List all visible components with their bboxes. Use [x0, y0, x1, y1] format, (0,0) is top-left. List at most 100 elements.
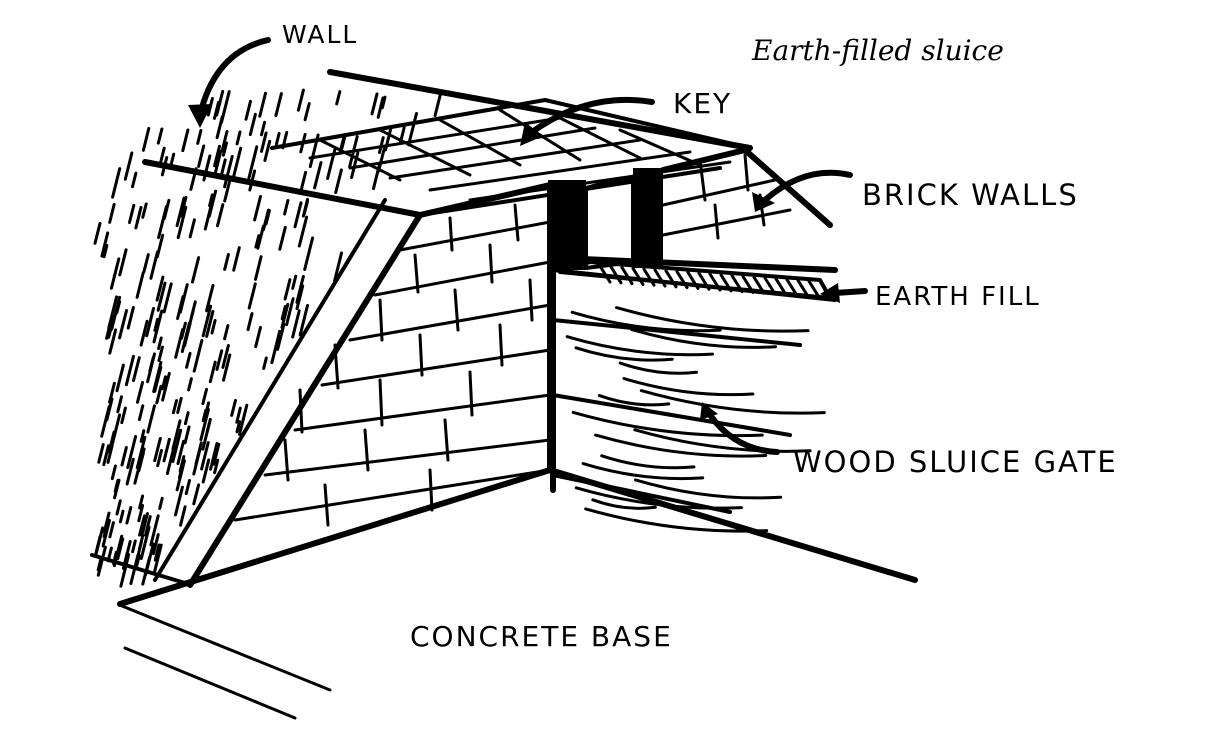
hatch-mark	[137, 504, 145, 523]
hatch-mark	[175, 196, 186, 228]
grain-line	[618, 361, 698, 375]
hatch-mark	[187, 309, 195, 331]
fill-hatch-mark	[774, 277, 788, 297]
hatch-mark	[201, 304, 213, 338]
grain-line	[574, 486, 743, 510]
hatch-mark	[254, 325, 262, 349]
hatch-mark	[128, 203, 136, 224]
hatch-mark	[291, 274, 298, 290]
hatch-mark	[152, 543, 163, 576]
brick-walls-arrow	[762, 169, 853, 203]
hatch-mark	[248, 169, 257, 192]
hatch-mark	[378, 136, 385, 154]
right-brick-courses	[661, 153, 792, 240]
callout-arrows	[188, 37, 868, 455]
hatch-mark	[220, 130, 229, 153]
hatch-mark	[202, 154, 212, 182]
hatch-mark	[199, 408, 210, 442]
hatch-mark	[295, 274, 305, 304]
hatch-mark	[165, 445, 176, 475]
hatch-mark	[208, 360, 217, 384]
top-back-edge	[327, 69, 753, 151]
earth-fill-hatching	[598, 264, 821, 299]
hatch-mark	[376, 96, 385, 119]
hatch-mark	[115, 363, 125, 393]
wood-grain	[565, 306, 826, 533]
gate-arrow	[707, 412, 780, 455]
hatch-mark	[126, 435, 138, 469]
hatch-mark	[112, 550, 118, 566]
hatch-mark	[155, 275, 165, 302]
hatch-mark	[155, 384, 163, 405]
hatch-mark	[107, 295, 119, 330]
hatch-mark	[148, 356, 155, 373]
hatch-mark	[146, 404, 156, 434]
grain-line	[622, 377, 755, 397]
hatch-mark	[235, 130, 242, 146]
hatch-mark	[152, 361, 163, 393]
grain-line	[615, 306, 810, 333]
hatch-mark	[171, 419, 182, 451]
hatch-mark	[175, 459, 186, 492]
hatch-mark	[276, 323, 286, 351]
grain-line	[570, 310, 722, 333]
hatch-mark	[138, 516, 146, 535]
hatch-mark	[247, 282, 257, 310]
hatch-mark	[203, 206, 213, 231]
hatch-mark	[232, 146, 243, 178]
grain-line	[600, 454, 696, 470]
hatch-mark	[183, 425, 191, 445]
hatch-mark	[256, 224, 265, 250]
hatch-mark	[260, 120, 267, 137]
base-lower-edge	[123, 646, 297, 720]
key-slot-right	[633, 168, 663, 268]
hatch-mark	[235, 420, 242, 434]
hatch-mark	[370, 92, 379, 116]
hatch-mark	[123, 151, 134, 181]
hatch-mark	[145, 307, 155, 338]
grain-line	[633, 428, 812, 453]
hatch-mark	[100, 405, 111, 438]
hatch-mark	[283, 199, 290, 216]
hatch-mark	[161, 375, 167, 391]
gate-board-seams	[551, 318, 802, 514]
hatch-mark	[162, 282, 173, 314]
hatch-mark	[153, 317, 160, 332]
hatch-mark	[178, 283, 189, 314]
hatch-mark	[109, 315, 116, 332]
hatch-mark	[221, 141, 228, 157]
fill-hatch-mark	[620, 266, 634, 286]
key	[548, 168, 663, 270]
key-arrow-head	[520, 122, 543, 146]
hatch-mark	[335, 90, 342, 106]
hatch-mark	[253, 195, 262, 222]
hatch-mark	[254, 234, 261, 249]
hatch-mark	[144, 515, 152, 537]
earth-wall	[90, 88, 443, 588]
hatch-mark	[201, 387, 208, 406]
hatch-mark	[192, 483, 201, 506]
grain-line	[581, 462, 705, 481]
hatch-mark	[205, 283, 215, 313]
grain-line	[591, 498, 657, 510]
hatch-mark	[298, 304, 309, 337]
key-block	[584, 176, 635, 270]
hatch-mark	[113, 478, 121, 500]
hatch-mark	[161, 371, 171, 402]
hatch-mark	[134, 205, 143, 230]
hatch-mark	[116, 537, 125, 561]
hatch-mark	[192, 338, 204, 373]
hatch-mark	[118, 309, 128, 340]
hatch-mark	[135, 435, 147, 470]
hatch-mark	[248, 112, 257, 137]
hatch-mark	[171, 428, 183, 463]
hatch-mark	[258, 91, 267, 118]
hatch-mark	[254, 255, 263, 281]
hatch-mark	[162, 198, 171, 220]
earth-hatching	[93, 88, 443, 588]
hatch-mark	[110, 464, 117, 481]
hatch-mark	[100, 231, 110, 258]
grain-line	[584, 507, 769, 533]
hatch-mark	[111, 167, 122, 199]
hatch-mark	[156, 127, 164, 145]
